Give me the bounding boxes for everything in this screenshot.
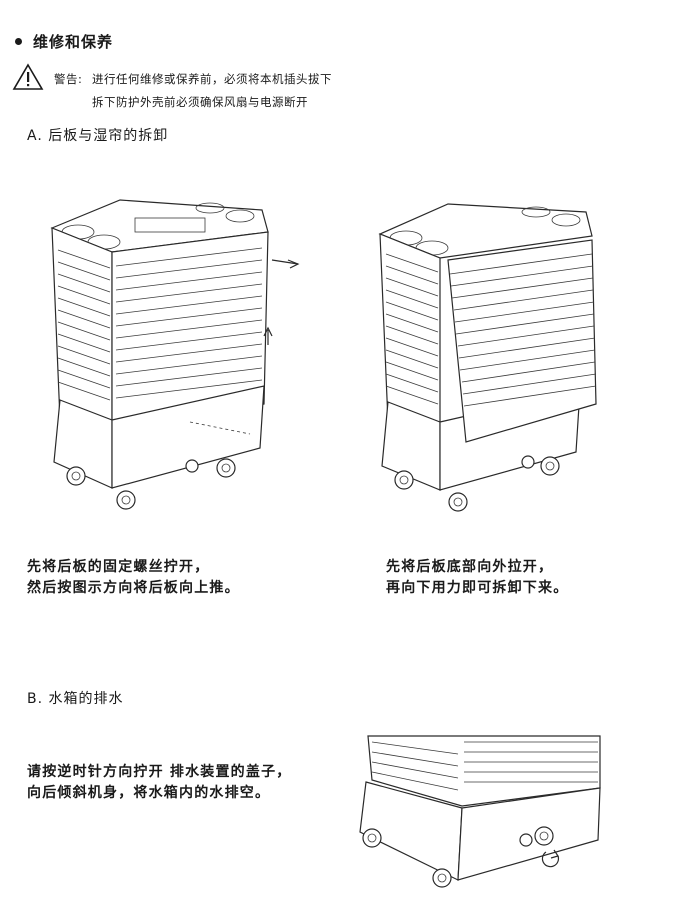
caption-drain: 请按逆时针方向拧开 排水装置的盖子， 向后倾斜机身，将水箱内的水排空。 [27, 762, 291, 804]
caption-right-line-2: 再向下用力即可拆卸下来。 [386, 580, 569, 596]
section-b-title: B. 水箱的排水 [27, 691, 124, 707]
warning-triangle-icon [12, 63, 44, 90]
caption-left-line-1: 先将后板的固定螺丝拧开， [27, 559, 210, 575]
page-title: 维修和保养 [33, 33, 114, 51]
cooler-rear-panel-pull-out-figure [378, 203, 597, 512]
section-a-title: A. 后板与湿帘的拆卸 [27, 128, 169, 144]
warning-line-1: 进行任何维修或保养前，必须将本机插头拔下 [92, 72, 332, 86]
caption-drain-line-1: 请按逆时针方向拧开 排水装置的盖子， [27, 764, 292, 780]
warning-line-2: 拆下防护外壳前必须确保风扇与电源断开 [92, 95, 308, 109]
caption-left-line-2: 然后按图示方向将后板向上推。 [27, 580, 240, 596]
caption-right: 先将后板底部向外拉开， 再向下用力即可拆卸下来。 [386, 557, 568, 599]
warning-label: 警告: [54, 72, 83, 86]
cooler-rear-panel-push-up-figure [50, 199, 300, 510]
caption-drain-line-2: 向后倾斜机身，将水箱内的水排空。 [27, 785, 271, 801]
caption-left: 先将后板的固定螺丝拧开， 然后按图示方向将后板向上推。 [27, 557, 240, 599]
caption-right-line-1: 先将后板底部向外拉开， [386, 559, 554, 575]
bullet-dot-icon [15, 38, 22, 45]
cooler-water-tank-drain-figure [359, 735, 601, 888]
